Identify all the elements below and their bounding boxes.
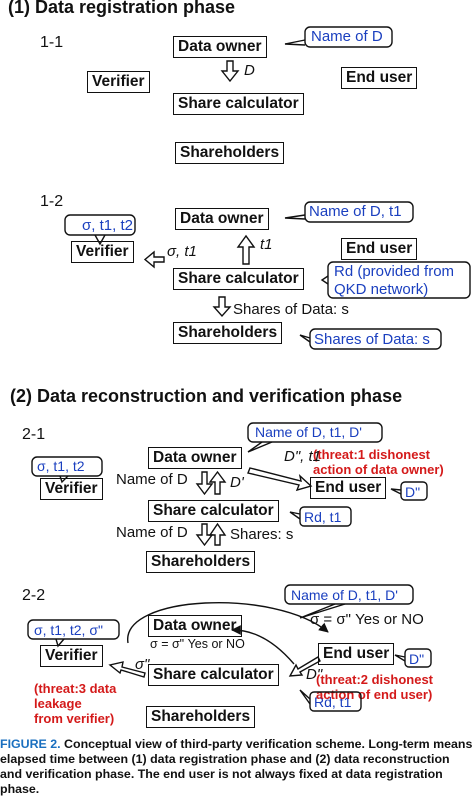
step-2-2-label: 2-2 — [22, 587, 46, 604]
verifier-node: Verifier — [71, 241, 134, 263]
shareholders-node: Shareholders — [175, 142, 285, 164]
note-verifier: σ, t1, t2, σ" — [34, 622, 103, 638]
share-calculator-node: Share calculator — [173, 93, 304, 115]
note-name-of-d-t1: Name of D, t1 — [309, 203, 402, 220]
equality-check-owner: σ = σ" Yes or NO — [150, 637, 245, 651]
hollow-arrow-up-2-1b — [208, 522, 227, 546]
threat-3-line3: from verifier) — [34, 711, 115, 726]
callout-2-1-verifier — [31, 456, 103, 477]
callout-2-2-verifier — [27, 619, 120, 640]
arrow-label-d: D — [244, 62, 255, 79]
hollow-arrow-left — [143, 250, 165, 269]
callout-1-2-shareholders — [309, 328, 442, 350]
arrow-label-name-of-d-2: Name of D — [116, 524, 188, 541]
threat-3-line2: leakage — [34, 696, 82, 711]
step-1-1-label: 1-1 — [40, 34, 64, 51]
callout-1-2-calc — [327, 261, 471, 299]
callout-1-2-owner — [304, 201, 414, 223]
note-verifier: σ, t1, t2 — [82, 217, 133, 234]
callout-1-2-verifier — [64, 214, 136, 236]
note-top: Name of D, t1, D' — [291, 587, 398, 603]
caption-text: Conceptual view of third-party verificat… — [0, 737, 473, 796]
section1-title: (1) Data registration phase — [8, 0, 236, 17]
arrow-label-shares: Shares of Data: s — [233, 301, 349, 318]
hollow-arrow-diagonal — [247, 467, 313, 492]
note-end-user: D" — [409, 651, 425, 667]
end-user-node: End user — [310, 477, 387, 499]
data-owner-node: Data owner — [148, 447, 242, 469]
end-user-node: End user — [341, 238, 418, 260]
threat-1-line1: (threat:1 dishonest — [313, 447, 431, 462]
arrow-label-name-of-d: Name of D — [116, 471, 188, 488]
verifier-node: Verifier — [87, 71, 150, 93]
threat-2-line1: (threat:2 dishonest — [316, 672, 434, 687]
caption-label: FIGURE 2. — [0, 737, 61, 751]
note-calc: Rd, t1 — [304, 509, 342, 525]
callout-2-2-top — [284, 584, 414, 605]
step-2-1-label: 2-1 — [22, 426, 46, 443]
curved-arrow — [127, 602, 329, 644]
note-end-user: D" — [405, 484, 421, 500]
note-calc: Rd, t1 — [314, 694, 352, 710]
data-owner-node: Data owner — [148, 615, 242, 637]
shareholders-node: Shareholders — [173, 322, 283, 344]
curved-arrow-2 — [231, 625, 295, 665]
note-calc-line1: Rd (provided from — [334, 263, 455, 280]
hollow-arrow-down-2-1b — [195, 523, 214, 547]
callout-1-1-owner — [304, 26, 393, 48]
verifier-node: Verifier — [40, 645, 103, 667]
hollow-arrow-down-shares — [212, 296, 232, 318]
note-name-of-d: Name of D — [311, 28, 383, 45]
threat-3-line1: (threat:3 data — [34, 681, 117, 696]
verifier-node: Verifier — [40, 478, 103, 500]
arrow-label-t1: t1 — [260, 236, 273, 253]
arrow-label-d2: D" — [306, 666, 323, 683]
end-user-node: End user — [341, 67, 418, 89]
shareholders-node: Shareholders — [146, 706, 256, 728]
hollow-arrow-diag-2-2 — [288, 656, 321, 677]
step-1-2-label: 1-2 — [40, 193, 64, 210]
threat-1-line2: action of data owner) — [313, 462, 444, 477]
arrow-label-dprime: D' — [230, 474, 244, 491]
callout-2-1-enduser — [400, 481, 428, 501]
equality-check-right: σ = σ" Yes or NO — [310, 611, 424, 628]
share-calculator-node: Share calculator — [148, 500, 279, 522]
share-calculator-node: Share calculator — [173, 268, 304, 290]
callout-2-1-owner — [247, 422, 383, 443]
section2-title: (2) Data reconstruction and verification… — [10, 386, 403, 406]
share-calculator-node: Share calculator — [148, 664, 279, 686]
arrow-label-shares: Shares: s — [230, 526, 294, 543]
arrow-label-sigma-t1: σ, t1 — [167, 243, 197, 260]
data-owner-node: Data owner — [173, 36, 267, 58]
hollow-arrow-up-2-1 — [208, 470, 227, 495]
threat-2-line2: action of end user) — [316, 687, 433, 702]
figure-caption: FIGURE 2. Conceptual view of third-party… — [0, 737, 474, 797]
note-verifier: σ, t1, t2 — [37, 458, 85, 474]
callout-2-1-calc — [299, 506, 352, 527]
hollow-arrow-left-2-2 — [108, 661, 146, 678]
end-user-node: End user — [318, 643, 395, 665]
arrow-label-sigma2: σ" — [135, 656, 150, 673]
hollow-arrow-down — [220, 60, 240, 83]
shareholders-node: Shareholders — [146, 551, 256, 573]
arrow-label-d2-t1: D", t1 — [284, 448, 322, 465]
connector-overlay — [27, 26, 471, 712]
hollow-arrow-down-2-1 — [195, 471, 214, 496]
note-calc-line2: QKD network) — [334, 281, 429, 298]
hollow-arrow-up — [236, 234, 256, 265]
callout-2-2-calc — [309, 691, 362, 712]
callout-2-2-enduser — [404, 648, 432, 668]
note-owner: Name of D, t1, D' — [255, 424, 362, 440]
note-shareholders: Shares of Data: s — [314, 331, 430, 348]
data-owner-node: Data owner — [175, 208, 269, 230]
